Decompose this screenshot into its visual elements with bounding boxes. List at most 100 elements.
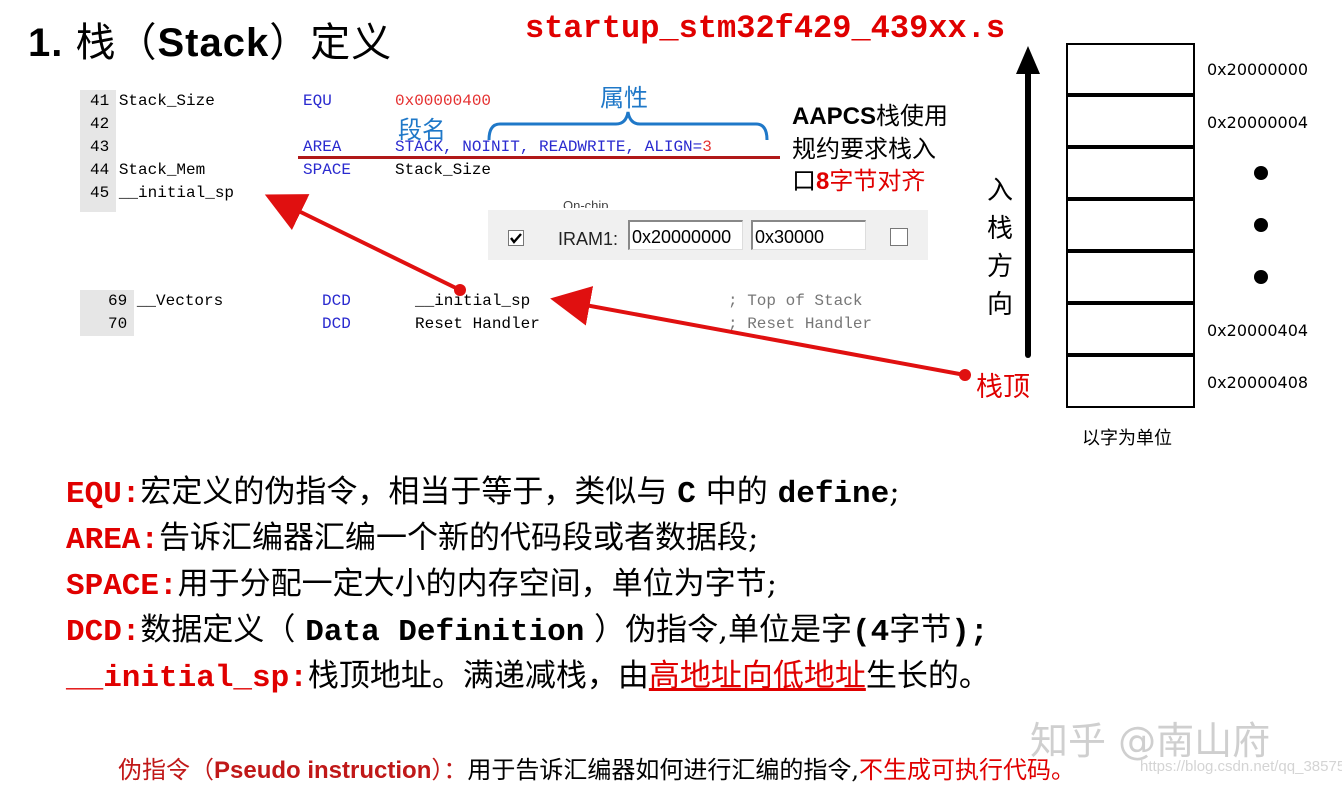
arrow-to-initial-sp-def <box>264 194 466 296</box>
code-comment: ; Top of Stack <box>728 292 863 310</box>
stack-cell <box>1066 147 1195 199</box>
stack-cell <box>1066 43 1195 95</box>
attributes-brace-icon <box>487 111 769 141</box>
aapcs-align-text: 字节对齐 <box>829 167 926 195</box>
def-key: EQU: <box>66 477 141 512</box>
iram-settings-panel: On-chip IRAM1: 0x20000000 0x30000 <box>488 198 928 260</box>
code-line-45: 45 __initial_sp <box>90 182 234 205</box>
def-mono: (4 <box>852 615 890 650</box>
code-op: DCD <box>322 315 351 333</box>
address-label: 0x20000408 <box>1207 373 1309 392</box>
code-arg: __initial_sp <box>415 292 531 310</box>
definition-dcd: DCD:数据定义（ Data Definition ）伪指令,单位是字(4字节)… <box>66 604 988 650</box>
address-label: 0x20000404 <box>1207 321 1309 340</box>
address-label: 0x20000000 <box>1207 60 1309 79</box>
attributes-annotation: 属性 <box>600 84 648 112</box>
stack-cell <box>1066 355 1195 408</box>
def-text: 告诉汇编器汇编一个新的代码段或者数据段; <box>159 520 759 556</box>
def-text: 用于分配一定大小的内存空间，单位为字节; <box>177 566 778 602</box>
unit-caption: 以字为单位 <box>1082 428 1172 449</box>
def-key: SPACE: <box>66 569 178 604</box>
def-highlight: 高地址向低地址 <box>648 658 866 694</box>
align-value: 3 <box>702 138 712 156</box>
stack-cell <box>1066 95 1195 147</box>
def-key: __initial_sp: <box>66 661 308 696</box>
on-chip-header: On-chip <box>563 198 609 208</box>
stack-top-label: 栈顶 <box>976 372 1030 403</box>
code-label: __Vectors <box>136 292 224 310</box>
area-underline <box>298 156 780 159</box>
def-mono: C <box>677 477 696 512</box>
line-number: 42 <box>90 115 110 133</box>
iram1-noinit-checkbox[interactable] <box>890 228 908 246</box>
zhihu-watermark: 知乎 @南山府 <box>1030 719 1271 763</box>
aapcs-line-2: 规约要求栈入 <box>792 135 936 163</box>
stack-cell <box>1066 303 1195 355</box>
def-mono: ); <box>951 615 989 650</box>
line-number: 44 <box>90 161 110 179</box>
code-label: Stack_Size <box>118 92 215 110</box>
code-op: SPACE <box>303 161 352 179</box>
ellipsis-dot-icon <box>1254 270 1268 284</box>
iram1-start-input[interactable]: 0x20000000 <box>628 220 743 250</box>
footnote-red: 伪指令（ <box>118 756 214 784</box>
def-key: DCD: <box>66 615 141 650</box>
line-number-gutter <box>80 90 116 212</box>
code-block-vectors: 69 __Vectors DCD __initial_sp ; Top of S… <box>80 290 872 543</box>
iram1-label: IRAM1: <box>558 229 619 249</box>
def-text: 宏定义的伪指令，相当于等于，类似与 <box>140 474 678 510</box>
segment-name-annotation: 段名 <box>398 116 446 144</box>
direction-char: 入 <box>986 176 1013 206</box>
iram1-size-input[interactable]: 0x30000 <box>751 220 866 250</box>
ellipsis-dot-icon <box>1254 166 1268 180</box>
arrow-stack-top-to-vector <box>550 286 971 381</box>
iram1-checkbox[interactable] <box>508 230 524 246</box>
def-text: 字节 <box>889 612 952 648</box>
line-number: 45 <box>90 184 110 202</box>
code-line-44: 44 Stack_Mem <box>90 159 205 182</box>
area-attributes: STACK, NOINIT, READWRITE, ALIGN= <box>395 138 703 156</box>
direction-char: 方 <box>986 252 1013 282</box>
line-number-gutter <box>80 290 134 336</box>
def-text: ; <box>889 474 900 510</box>
footnote-red-en: Pseudo instruction <box>214 757 432 784</box>
title-number: 1. <box>28 21 64 65</box>
title-en: Stack <box>157 21 270 65</box>
footnote-red-tail: 不生成可执行代码。 <box>859 756 1075 784</box>
code-op: EQU <box>303 92 332 110</box>
line-number: 41 <box>90 92 110 110</box>
aapcs-note: AAPCS栈使用 规约要求栈入 口8字节对齐 <box>792 100 948 198</box>
code-line-69: 69 __Vectors <box>108 290 223 313</box>
code-comment: ; Reset Handler <box>728 315 873 333</box>
direction-char: 向 <box>986 290 1013 320</box>
footnote-text: 用于告诉汇编器如何进行汇编的指令, <box>467 756 859 784</box>
code-op: DCD <box>322 292 351 310</box>
def-mono: Data Definition <box>305 615 585 650</box>
def-key: AREA: <box>66 523 160 558</box>
code-arg: Stack_Size <box>395 161 492 179</box>
definition-space: SPACE:用于分配一定大小的内存空间，单位为字节; <box>66 558 777 604</box>
code-arg: Reset Handler <box>415 315 540 333</box>
def-text: 中的 <box>695 474 778 510</box>
def-text: 数据定义（ <box>140 612 306 648</box>
definition-area: AREA:告诉汇编器汇编一个新的代码段或者数据段; <box>66 512 758 558</box>
direction-char: 栈 <box>986 214 1013 244</box>
aapcs-prefix: 口 <box>792 167 816 195</box>
code-arg: 0x00000400 <box>395 92 492 110</box>
stack-cell <box>1066 199 1195 251</box>
title-cn-before: 栈（ <box>75 20 158 66</box>
ellipsis-dot-icon <box>1254 218 1268 232</box>
line-number: 69 <box>108 292 128 310</box>
code-arg: STACK, NOINIT, READWRITE, ALIGN=3 <box>395 136 712 159</box>
code-line-41: 41 Stack_Size <box>90 90 215 113</box>
code-block-stack: 41 Stack_Size EQU 0x00000400 42 43 AREA … <box>80 90 712 481</box>
code-label: __initial_sp <box>118 184 235 202</box>
aapcs-line-3: 口8字节对齐 <box>792 165 948 198</box>
checkmark-icon <box>510 233 522 244</box>
title-cn-after: ）定义 <box>269 20 393 66</box>
footnote-red: ）： <box>431 756 468 784</box>
def-text: ）伪指令,单位是字 <box>584 612 853 648</box>
aapcs-rest: 栈使用 <box>876 102 949 130</box>
aapcs-eight: 8 <box>816 168 830 195</box>
